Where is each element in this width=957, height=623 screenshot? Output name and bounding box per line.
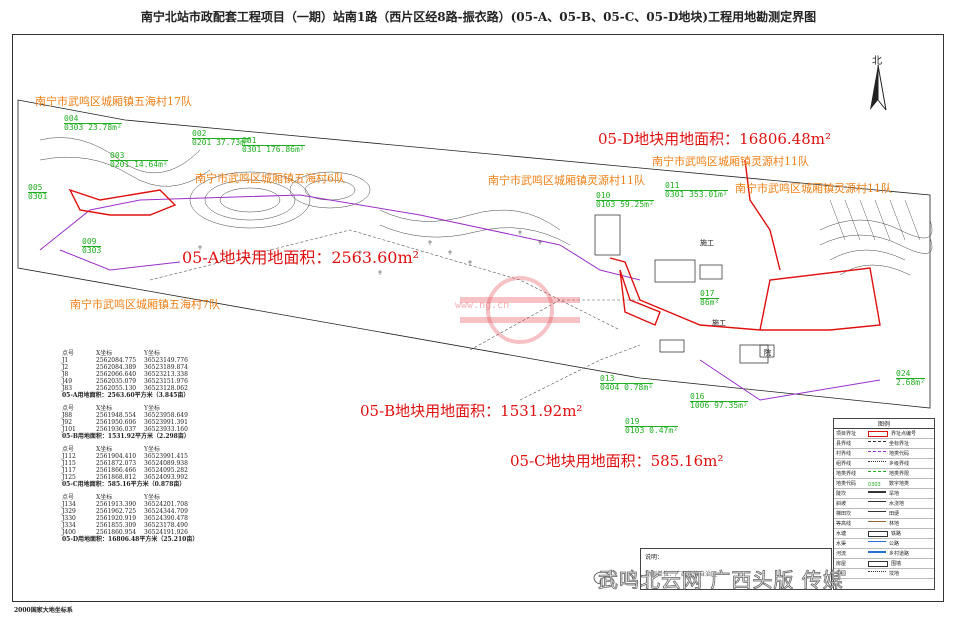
legend-row: 村界线地类代码: [834, 449, 934, 459]
info-box-line2: 勘测单位：广西壮族自治区: [645, 571, 718, 578]
village-label-lingyuan11-a: 南宁市武鸣区城厢镇灵源村11队: [652, 155, 809, 168]
buildings: [594, 214, 775, 364]
map-title: 南宁北站市政配套工程项目（一期）站南1路（西片区经8路-振衣路）(05-A、05…: [140, 10, 817, 24]
map-frame: [12, 34, 944, 602]
wechat-icon: [593, 571, 615, 588]
table-summary: 05-B用地面积：1531.92平方米（2.298亩）: [62, 433, 190, 440]
area-label-b: 05-B地块用地面积：1531.92m²: [360, 402, 583, 420]
map-legend: 图例 项目界址界址点编号 县界线坐标界址 村界线地类代码 组界线乡级界线 地类界…: [833, 418, 935, 590]
corridor-outline: [17, 99, 931, 409]
area-label-a: 05-A地块用地面积：2563.60m²: [182, 248, 420, 267]
coordinate-system-label: 2000国家大地坐标系: [14, 607, 73, 614]
table-summary: 05-A用地面积：2563.60平方米（3.845亩）: [62, 392, 190, 399]
hill-hatching: [829, 199, 921, 241]
center-watermark-text: www.ng.cn: [455, 300, 510, 311]
vegetation-symbols: [198, 230, 542, 275]
legend-row: 河流乡村道路: [834, 549, 934, 559]
table-summary: 05-D用地面积：16806.48平方米（25.210亩）: [62, 536, 199, 543]
legend-row: 项目界址界址点编号: [834, 429, 934, 439]
project-boundary: [68, 159, 881, 331]
legend-row: 地类界线地类界限: [834, 469, 934, 479]
north-arrow-icon: [870, 64, 887, 111]
table-summary: 05-C用地面积：585.16平方米（0.878亩）: [62, 481, 186, 488]
facility-label-b: 施工: [712, 319, 726, 327]
area-label-d: 05-D地块用地面积：16806.48m²: [598, 130, 831, 148]
area-label-c: 05-C地块用地面积：585.16m²: [510, 452, 724, 470]
legend-row: 房屋围墙: [834, 559, 934, 569]
legend-row: 等高线林地: [834, 519, 934, 529]
north-label: 北: [872, 56, 882, 67]
legend-row: 梯田坎田埂: [834, 509, 934, 519]
legend-row: 组界线乡级界线: [834, 459, 934, 469]
village-label-wuhai17: 南宁市武鸣区城厢镇五海村17队: [35, 95, 192, 108]
legend-row: 水渠公路: [834, 539, 934, 549]
village-label-lingyuan11-c: 南宁市武鸣区城厢镇灵源村11队: [735, 182, 892, 195]
facility-label-c: 院: [764, 349, 771, 357]
legend-row: 水塘铁路: [834, 529, 934, 539]
watermark-text: 武鸣北云网 广西头版 传媒: [598, 568, 844, 593]
legend-row: 斜坡水浇地: [834, 499, 934, 509]
village-label-lingyuan11-b: 南宁市武鸣区城厢镇灵源村11队: [488, 174, 645, 187]
legend-title: 图例: [834, 419, 934, 429]
village-boundary-lines: [39, 194, 881, 401]
facility-label-a: 施工: [700, 239, 714, 247]
road-lines: [149, 229, 641, 401]
legend-row: 县界线坐标界址: [834, 439, 934, 449]
info-box-line1: 说明：: [645, 554, 664, 561]
village-label-wuhai7: 南宁市武鸣区城厢镇五海村7队: [70, 298, 220, 311]
legend-row: 果园坟地: [834, 569, 934, 579]
village-label-wuhai6: 南宁市武鸣区城厢镇五海村6队: [195, 172, 345, 185]
info-box: 说明： 勘测单位：广西壮族自治区: [640, 548, 832, 590]
legend-row: 陡坎旱地: [834, 489, 934, 499]
center-watermark-logo: [460, 276, 580, 344]
